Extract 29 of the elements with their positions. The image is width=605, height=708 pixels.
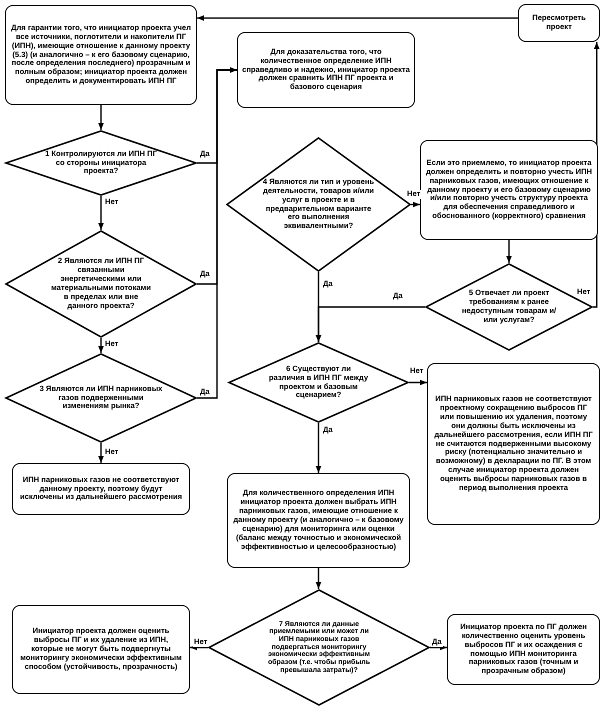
arrow <box>316 568 322 589</box>
process-box <box>447 614 600 685</box>
decision-diamond <box>5 230 197 338</box>
process-box <box>420 140 598 240</box>
arrow <box>98 338 104 353</box>
arrow <box>506 240 512 263</box>
arrow <box>98 443 104 463</box>
arrow <box>411 202 420 208</box>
arrow <box>409 380 427 386</box>
process-box <box>12 463 190 515</box>
decision-diamond <box>5 130 197 196</box>
decision-diamond <box>5 353 197 443</box>
arrow <box>316 306 425 342</box>
arrow <box>190 644 208 650</box>
arrow <box>98 105 104 130</box>
process-box <box>227 473 410 568</box>
arrow <box>316 423 322 473</box>
decision-diamond <box>425 263 593 351</box>
decision-diamond <box>208 589 430 706</box>
arrow <box>430 644 447 650</box>
arrow <box>98 196 104 230</box>
arrow <box>197 67 237 399</box>
process-box <box>12 605 190 694</box>
process-box <box>518 4 600 42</box>
process-box <box>237 32 415 108</box>
decision-diamond <box>228 342 409 423</box>
arrow <box>197 15 518 21</box>
process-box <box>427 363 600 525</box>
process-box <box>5 5 197 105</box>
